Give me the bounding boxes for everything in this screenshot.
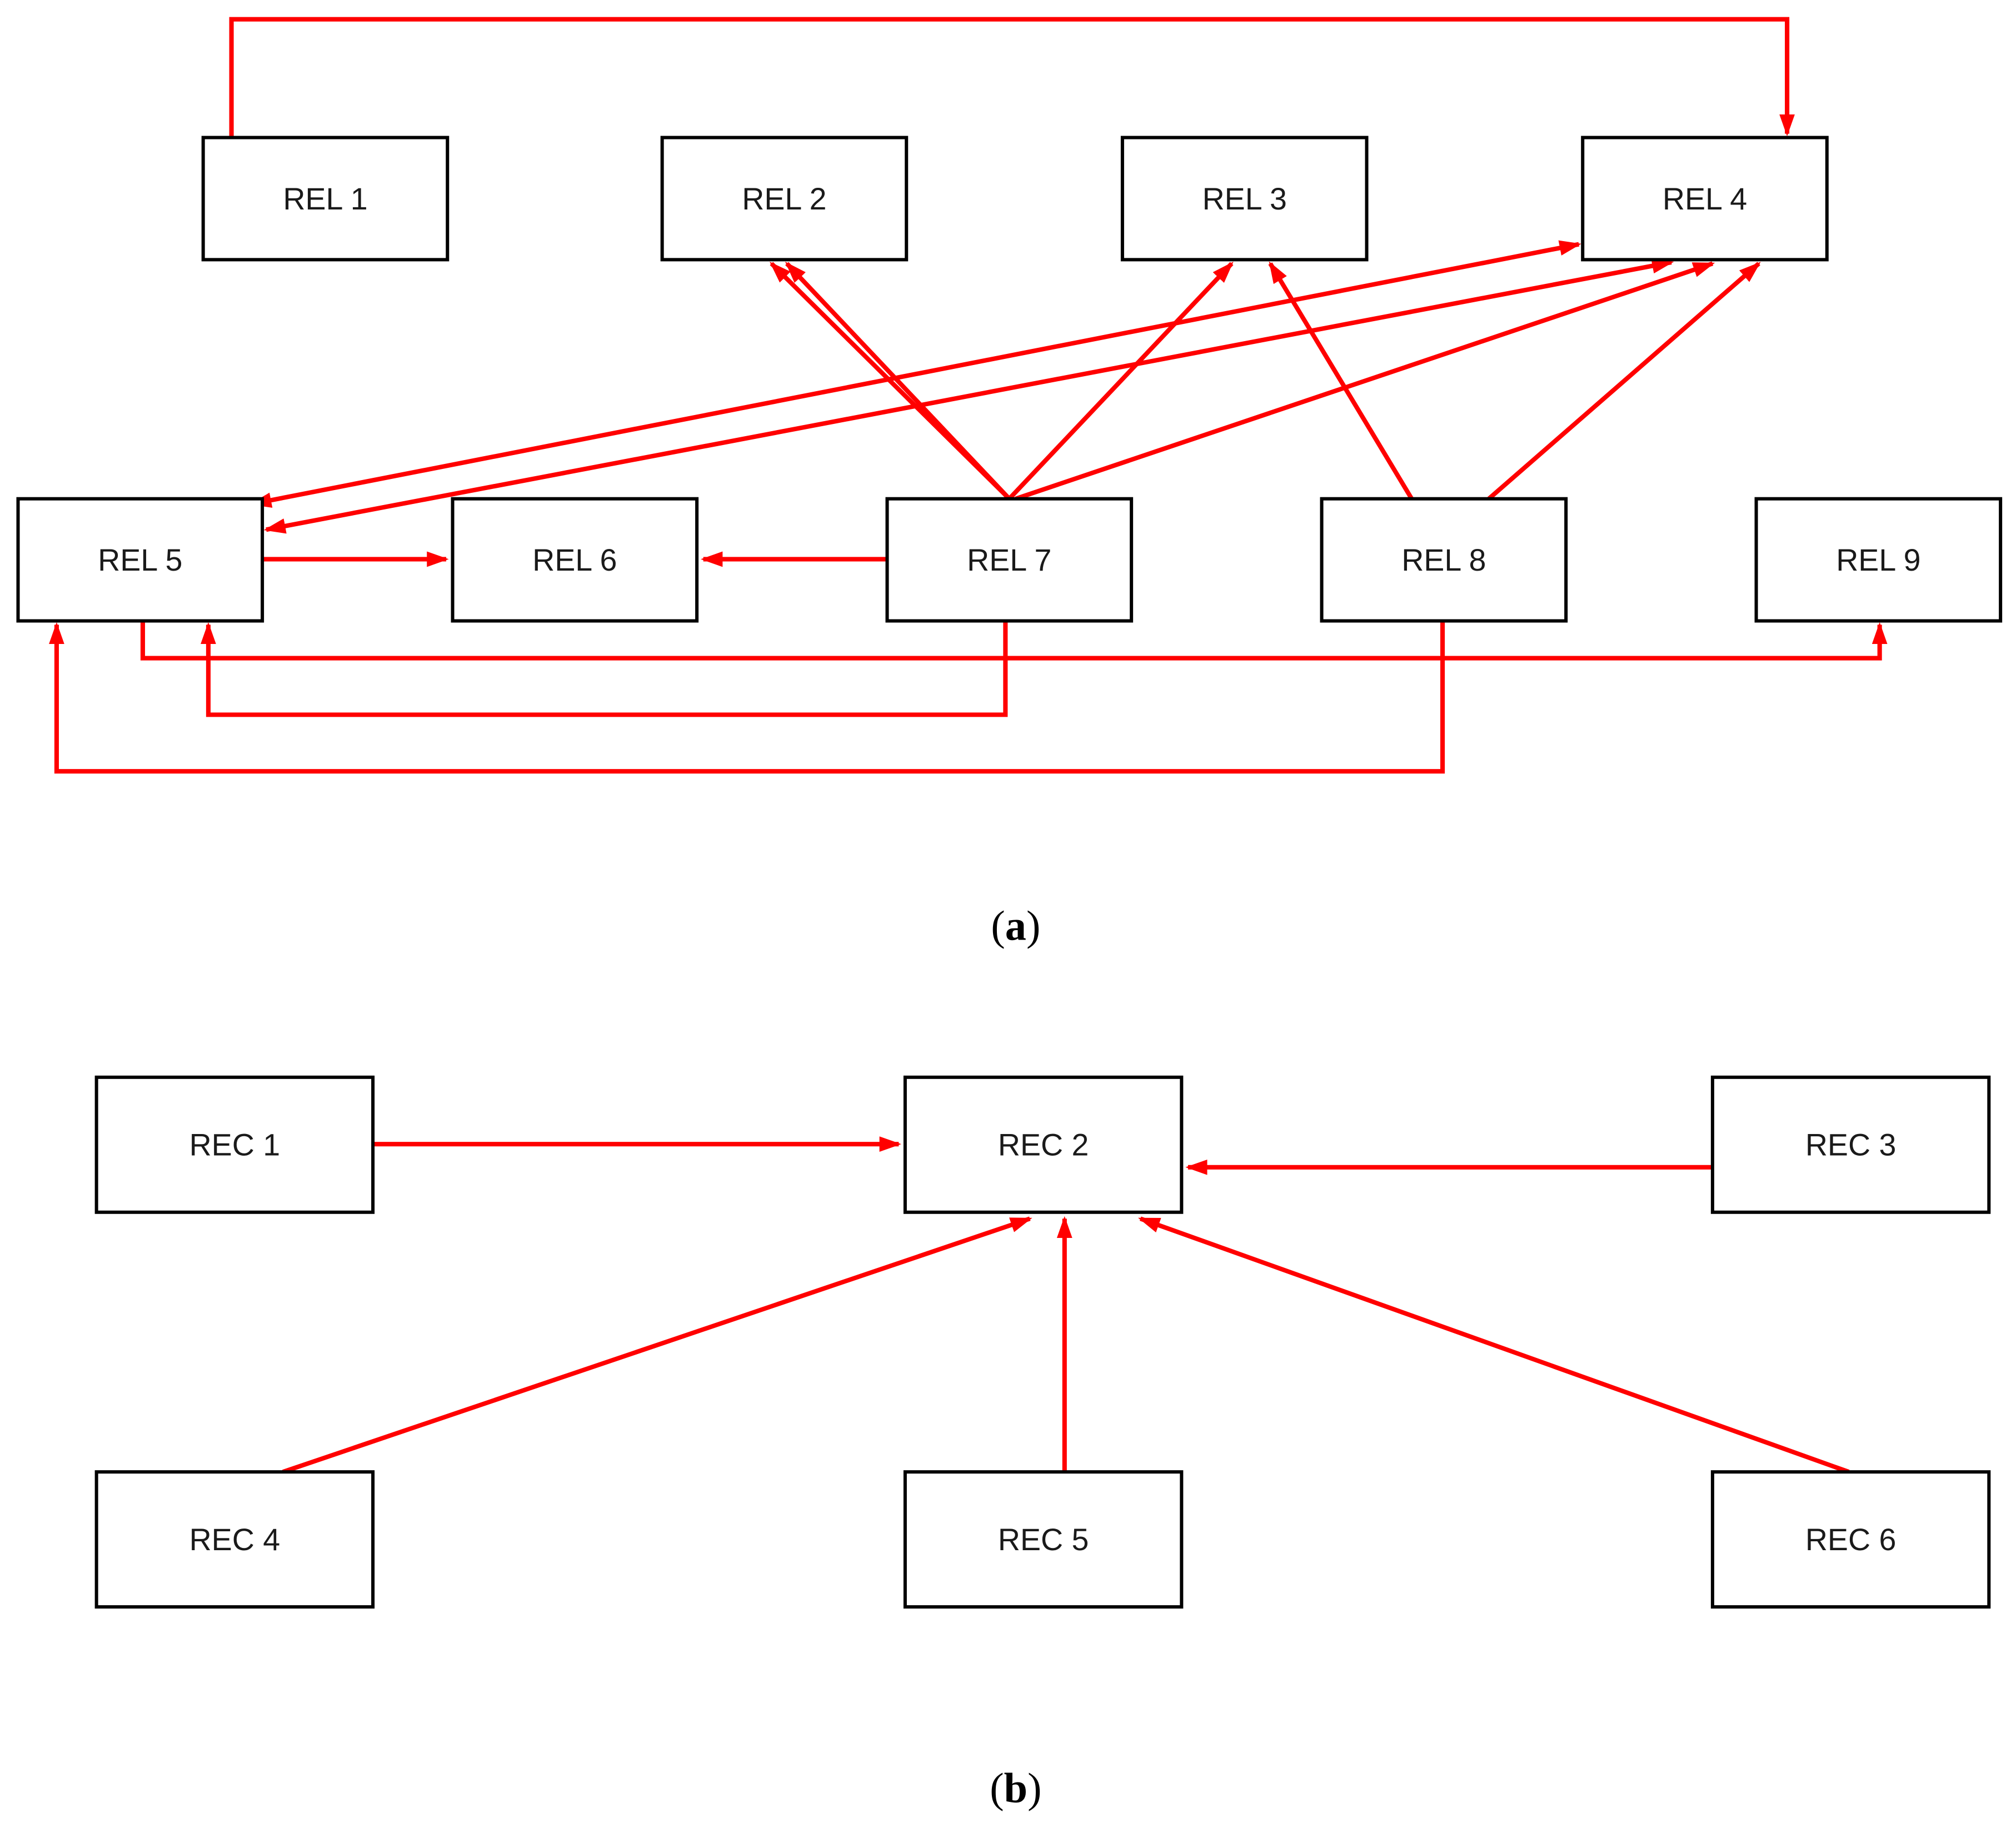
node-label-rel7: REL 7 [967, 543, 1051, 577]
edge-rec4-rec2 [282, 1216, 1032, 1474]
node-rel4: REL 4 [1581, 136, 1829, 262]
node-label-rec3: REC 3 [1805, 1128, 1897, 1162]
node-rec6: REC 6 [1710, 1470, 1991, 1609]
node-label-rel1: REL 1 [283, 182, 367, 216]
edge-rel7-rel5 [201, 621, 1008, 717]
node-label-rel2: REL 2 [742, 182, 826, 216]
node-rec4: REC 4 [94, 1470, 375, 1609]
edge-rel1-rel4 [229, 17, 1795, 138]
node-label-rec6: REC 6 [1805, 1522, 1897, 1557]
node-box-rel6 [451, 497, 699, 623]
node-label-rel3: REL 3 [1202, 182, 1287, 216]
node-label-rel5: REL 5 [98, 543, 182, 577]
node-label-rel8: REL 8 [1401, 543, 1486, 577]
node-box-rel5 [16, 497, 265, 623]
node-box-rel3 [1120, 136, 1369, 262]
node-label-rec5: REC 5 [998, 1522, 1089, 1557]
caption-a: (a) [991, 902, 1040, 949]
node-box-rel7 [885, 497, 1134, 623]
node-box-rec1 [94, 1075, 375, 1214]
node-label-rec1: REC 1 [189, 1128, 281, 1162]
node-box-rec6 [1710, 1470, 1991, 1609]
node-rel7: REL 7 [885, 497, 1134, 623]
node-rel2: REL 2 [660, 136, 909, 262]
node-rec3: REC 3 [1710, 1075, 1991, 1214]
node-rel1: REL 1 [201, 136, 450, 262]
node-label-rec2: REC 2 [998, 1128, 1089, 1162]
nodes-layer: REL 1 REL 2 REL 3 REL 4 REL 5 REL 6 REL 7 REL 8… [16, 136, 2003, 1609]
node-box-rec4 [94, 1470, 375, 1609]
edge-rel5-rel4-lower [263, 258, 1674, 534]
node-box-rel1 [201, 136, 450, 262]
edges-layer [49, 17, 1888, 1474]
node-box-rec2 [903, 1075, 1184, 1214]
node-rel9: REL 9 [1754, 497, 2003, 623]
node-rec1: REC 1 [94, 1075, 375, 1214]
node-rel8: REL 8 [1320, 497, 1568, 623]
node-label-rel4: REL 4 [1663, 182, 1747, 216]
edge-rec6-rec2 [1137, 1216, 1850, 1474]
node-rel3: REL 3 [1120, 136, 1369, 262]
edge-rel5-rel9 [140, 621, 1888, 661]
node-rec2: REC 2 [903, 1075, 1184, 1214]
node-box-rel4 [1581, 136, 1829, 262]
node-box-rec3 [1710, 1075, 1991, 1214]
node-box-rec5 [903, 1470, 1184, 1609]
node-box-rel9 [1754, 497, 2003, 623]
node-label-rec4: REC 4 [189, 1522, 281, 1557]
node-box-rel8 [1320, 497, 1568, 623]
node-rel5: REL 5 [16, 497, 265, 623]
node-label-rel9: REL 9 [1836, 543, 1920, 577]
caption-b: (b) [990, 1765, 1041, 1812]
edge-rel8-rel5 [49, 621, 1445, 774]
edge-rel8-rel4 [1487, 262, 1761, 501]
node-rel6: REL 6 [451, 497, 699, 623]
node-label-rel6: REL 6 [532, 543, 617, 577]
node-rec5: REC 5 [903, 1470, 1184, 1609]
node-box-rel2 [660, 136, 909, 262]
edge-rel7-rel2 [785, 261, 1011, 501]
